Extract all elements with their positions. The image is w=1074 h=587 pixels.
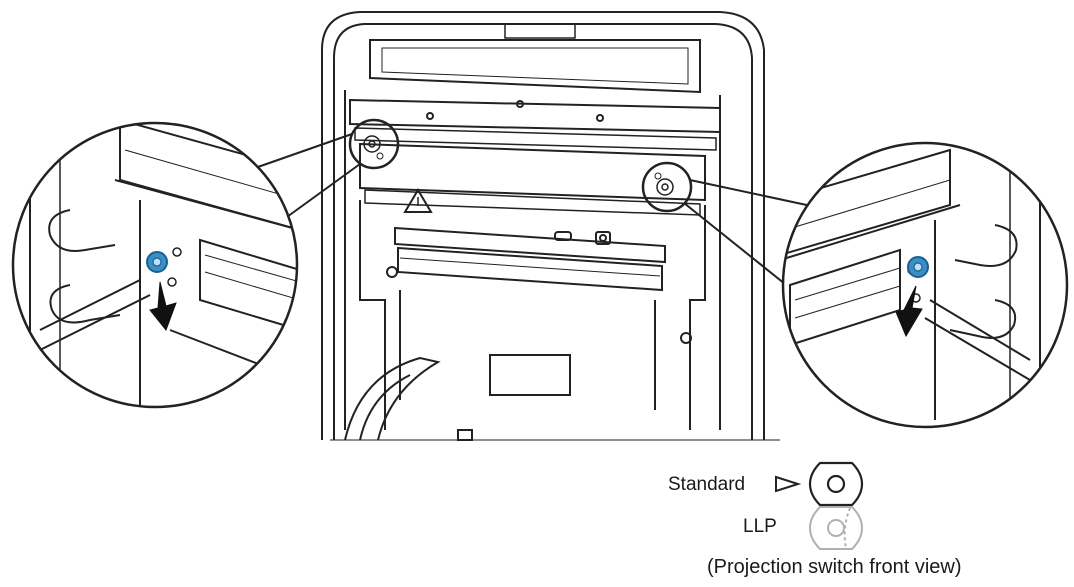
down-arrow-icon — [895, 285, 923, 338]
detail-circle-right — [781, 141, 1069, 429]
down-arrow-icon — [149, 281, 177, 332]
standard-label: Standard — [668, 474, 746, 495]
legend-caption: (Projection switch front view) — [707, 556, 962, 578]
llp-position-icon — [808, 506, 864, 550]
detail-source-right — [641, 161, 693, 213]
printer-body — [321, 11, 780, 441]
detail-source-left — [348, 118, 400, 170]
detail-connectors — [254, 133, 831, 293]
detail-circle-left — [11, 121, 299, 409]
standard-position-icon — [808, 461, 864, 507]
llp-label: LLP — [743, 516, 777, 537]
legend-pointer-icon — [775, 475, 802, 493]
